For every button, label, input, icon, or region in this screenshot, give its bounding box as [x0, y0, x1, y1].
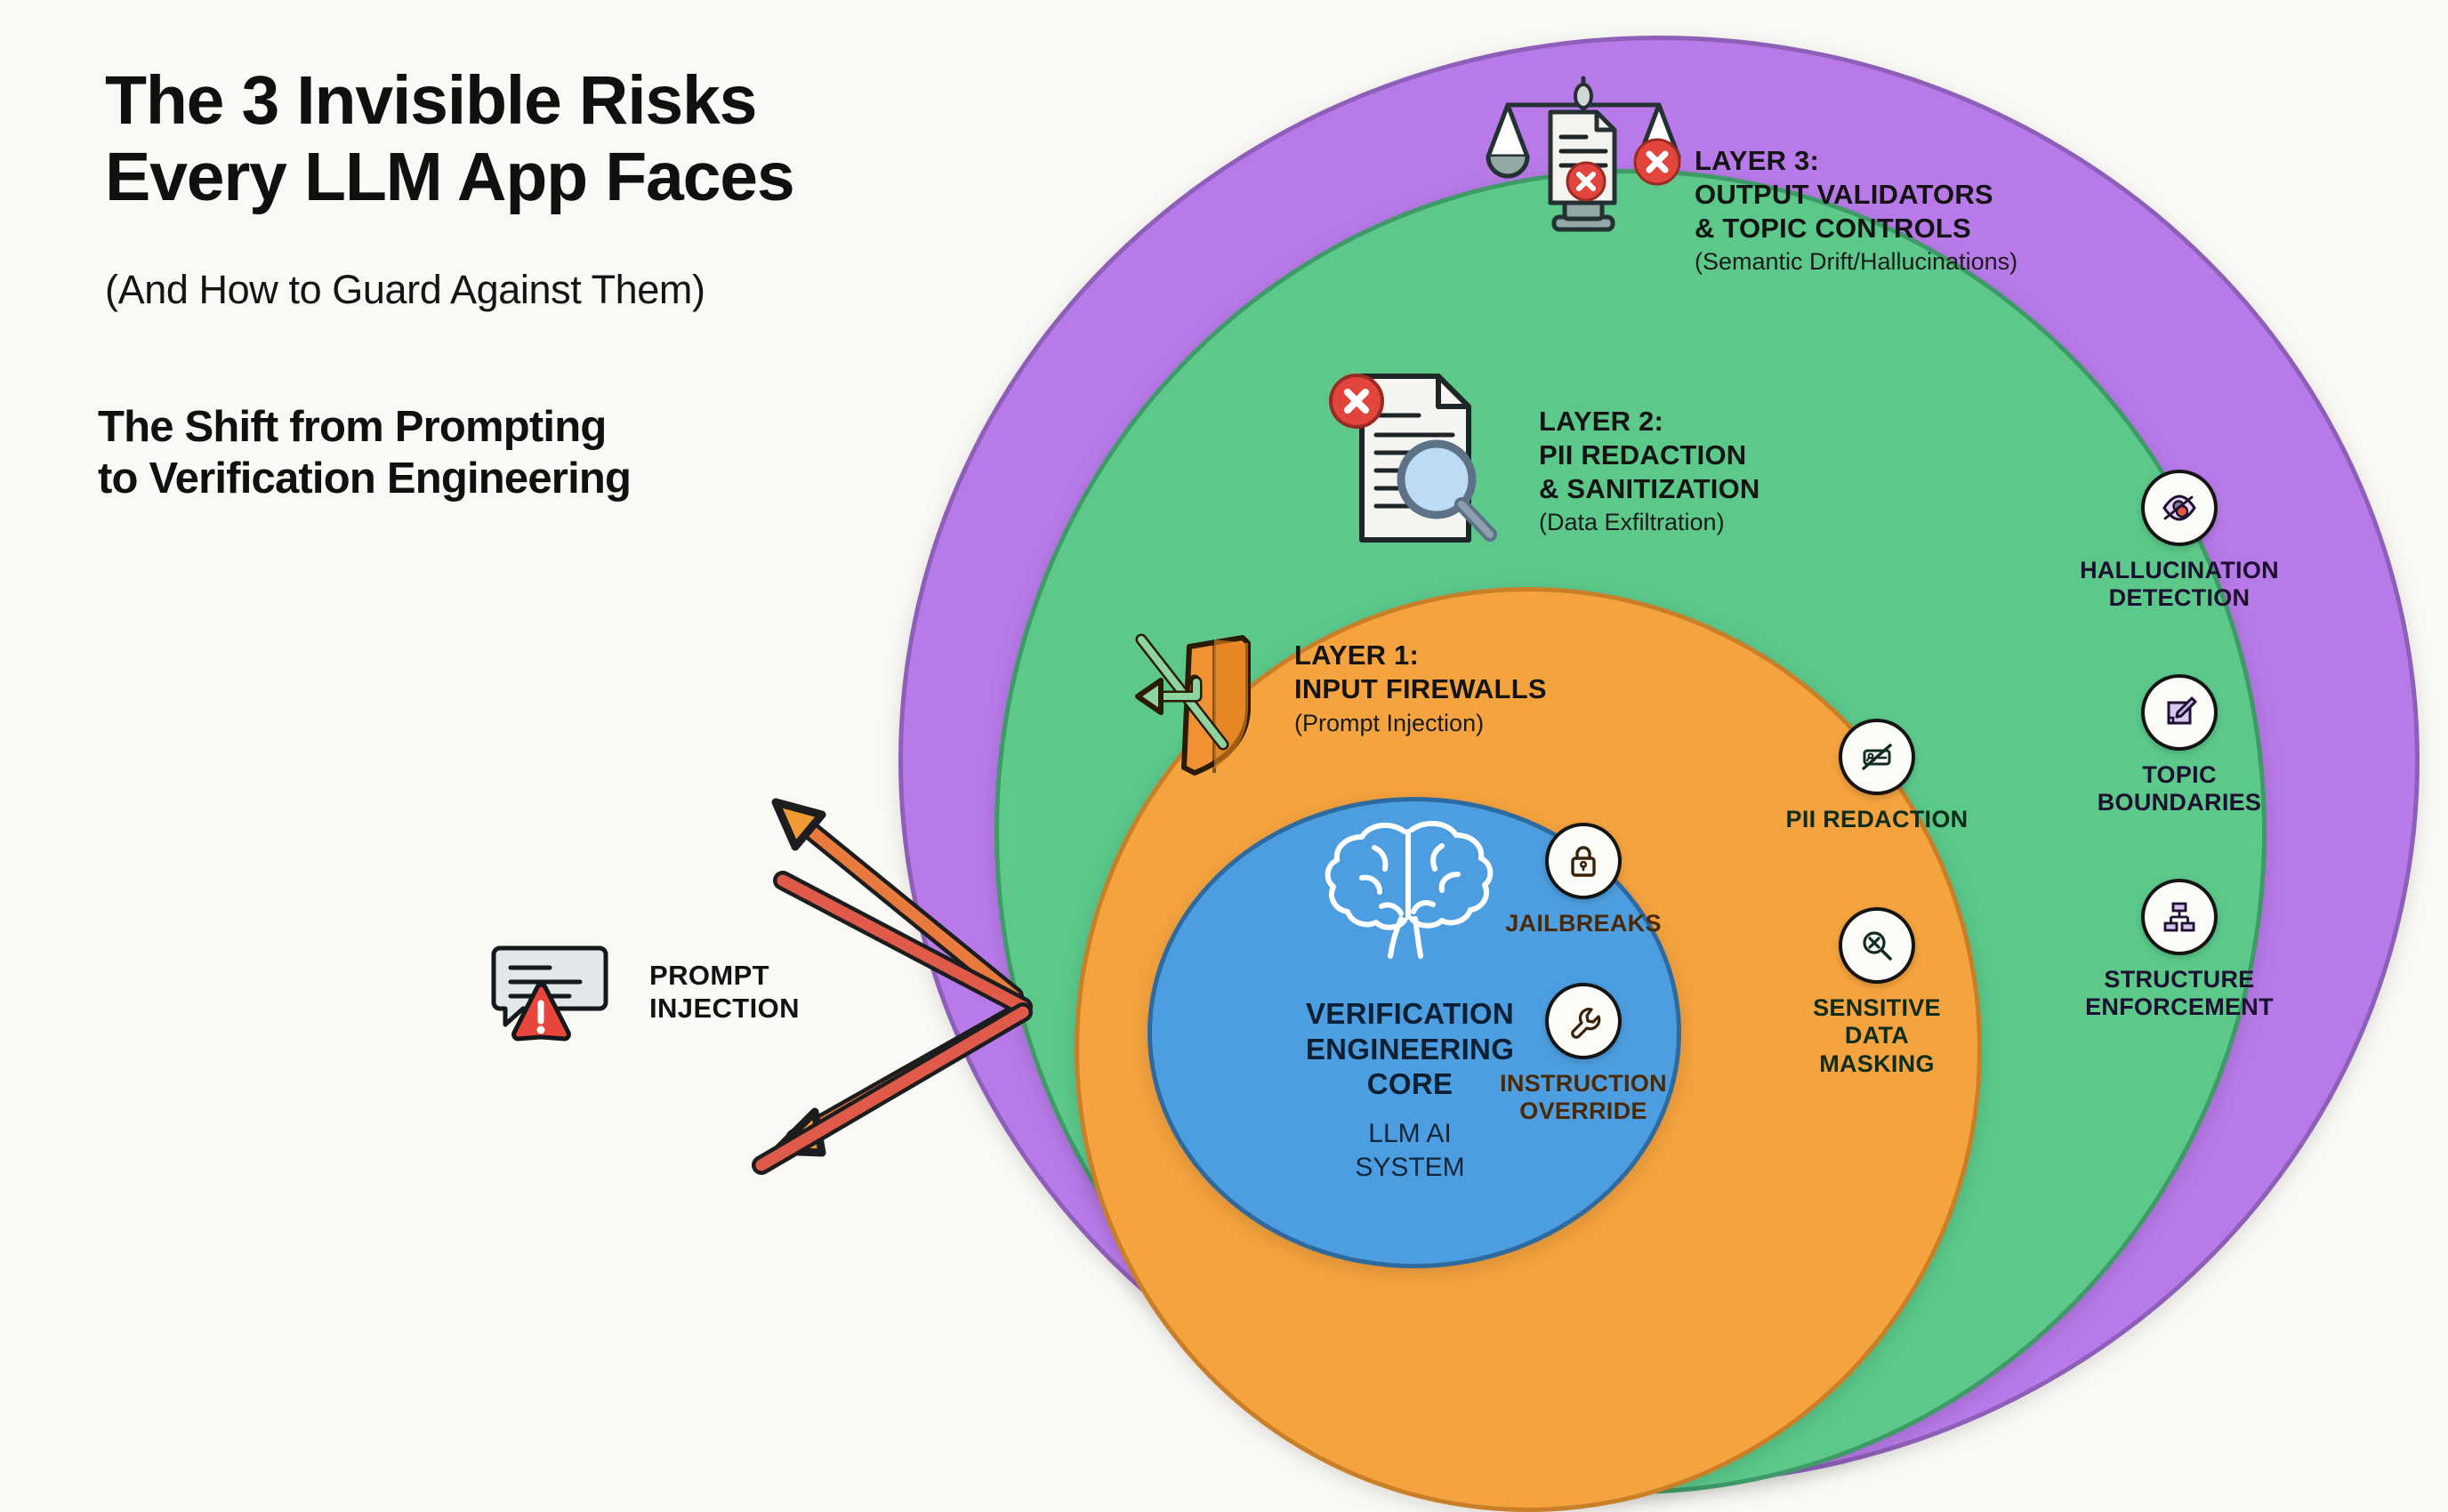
layer-2-label: LAYER 2: PII REDACTION & SANITIZATION (D… [1539, 405, 2001, 538]
eye-icon [2141, 470, 2218, 546]
chip-topic-label-2: BOUNDARIES [2097, 789, 2262, 816]
page-title: The 3 Invisible Risks Every LLM App Face… [105, 62, 1083, 215]
chip-structure-enforcement[interactable]: STRUCTURE ENFORCEMENT [2068, 879, 2291, 1022]
org-chart-icon [2141, 879, 2218, 955]
chip-structure-label-2: ENFORCEMENT [2085, 993, 2274, 1021]
headline-line-1: The 3 Invisible Risks [105, 62, 757, 139]
chip-masking-label-1: SENSITIVE [1813, 994, 1941, 1021]
layer-3-sub: (Semantic Drift/Hallucinations) [1695, 248, 2018, 276]
balance-scale-document-error-icon [1472, 69, 1695, 247]
core-subtitle-line-1: LLM AI [1368, 1118, 1452, 1148]
shift-heading-line-1: The Shift from Prompting [98, 403, 607, 451]
chip-pii-redaction-label: PII REDACTION [1785, 806, 1969, 832]
chip-structure-label-1: STRUCTURE [2104, 966, 2255, 993]
shift-heading-line-2: to Verification Engineering [98, 454, 632, 503]
layer-2-head-line-3: & SANITIZATION [1539, 472, 1760, 504]
infographic-canvas: The 3 Invisible Risks Every LLM App Face… [98, 36, 2420, 1512]
page-subtitle: (And How to Guard Against Them) [105, 267, 705, 312]
chip-pii-redaction[interactable]: PII REDACTION [1766, 719, 1988, 833]
brain-icon [1312, 814, 1508, 974]
chip-sensitive-data-masking[interactable]: SENSITIVE DATA MASKING [1766, 907, 1988, 1078]
core-label: VERIFICATION ENGINEERING CORE LLM AI SYS… [1148, 996, 1672, 1184]
chat-warning-icon [491, 936, 616, 1042]
chip-hallucination-label-2: DETECTION [2108, 584, 2251, 612]
layer-2-head-line-2: PII REDACTION [1539, 438, 1747, 470]
core-title-line-3: CORE [1366, 1067, 1454, 1101]
core-subtitle-line-2: SYSTEM [1355, 1152, 1465, 1182]
document-magnifier-error-icon [1319, 360, 1524, 556]
layer-1-sub: (Prompt Injection) [1294, 709, 1485, 736]
layer-2-head-line-1: LAYER 2: [1539, 406, 1663, 437]
chip-instruction-override-label-2: OVERRIDE [1519, 1098, 1647, 1125]
chip-topic-boundaries[interactable]: TOPIC BOUNDARIES [2068, 674, 2291, 817]
layer-1-label: LAYER 1: INPUT FIREWALLS (Prompt Injecti… [1294, 639, 1721, 738]
wrench-icon [1545, 983, 1622, 1059]
chip-instruction-override[interactable]: INSTRUCTION OVERRIDE [1472, 983, 1695, 1126]
prompt-injection-label-line-2: INJECTION [649, 993, 800, 1025]
chip-jailbreaks-label: JAILBREAKS [1505, 910, 1662, 937]
layer-3-head-line-3: & TOPIC CONTROLS [1695, 212, 1971, 244]
layer-2-sub: (Data Exfiltration) [1539, 509, 1725, 536]
card-crossed-out-icon [1839, 719, 1915, 795]
chip-instruction-override-label-1: INSTRUCTION [1500, 1070, 1667, 1097]
core-title-line-1: VERIFICATION [1306, 997, 1514, 1030]
deflected-attack-arrows [729, 783, 1103, 1175]
chip-hallucination-detection[interactable]: HALLUCINATION DETECTION [2068, 470, 2291, 613]
magnifier-x-icon [1839, 907, 1915, 984]
shield-deflect-icon [1125, 627, 1290, 787]
layer-3-head-line-2: OUTPUT VALIDATORS [1695, 178, 1993, 210]
headline-line-2: Every LLM App Faces [105, 139, 795, 216]
shift-heading: The Shift from Prompting to Verification… [98, 402, 987, 505]
core-title-line-2: ENGINEERING [1305, 1032, 1515, 1066]
lock-icon [1545, 823, 1622, 899]
chip-jailbreaks[interactable]: JAILBREAKS [1472, 823, 1695, 937]
layer-1-head-line-1: LAYER 1: [1294, 639, 1419, 671]
chip-masking-label-3: MASKING [1819, 1050, 1935, 1077]
prompt-injection-label: PROMPT INJECTION [649, 959, 898, 1025]
layer-1-head-line-2: INPUT FIREWALLS [1294, 672, 1547, 704]
prompt-injection-label-line-1: PROMPT [649, 960, 770, 991]
layer-3-label: LAYER 3: OUTPUT VALIDATORS & TOPIC CONTR… [1695, 144, 2193, 277]
chip-hallucination-label-1: HALLUCINATION [2080, 557, 2279, 583]
chip-masking-label-2: DATA [1844, 1022, 1910, 1050]
layer-3-head-line-1: LAYER 3: [1695, 145, 1819, 176]
chip-topic-label-1: TOPIC [2142, 761, 2217, 788]
edit-square-icon [2141, 674, 2218, 751]
